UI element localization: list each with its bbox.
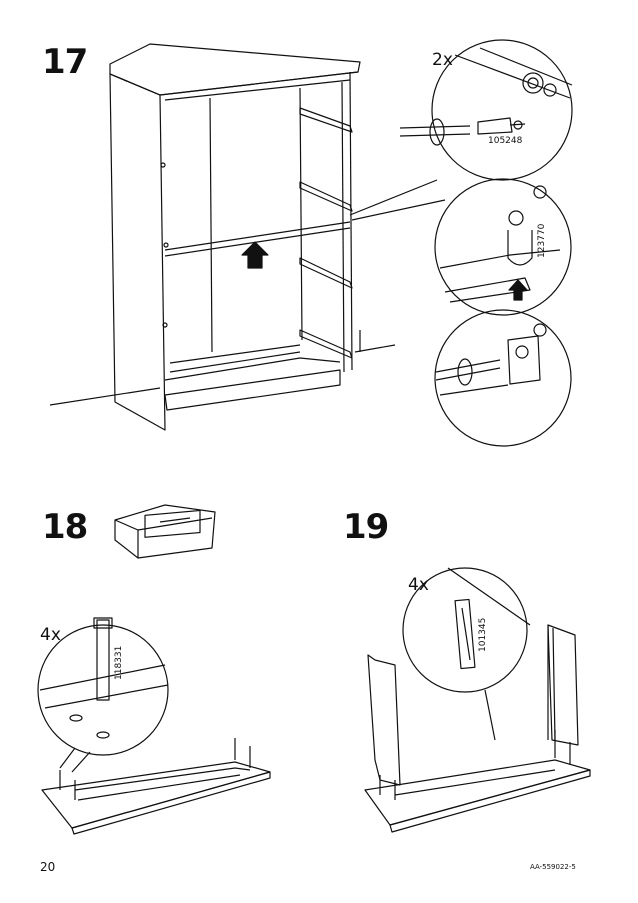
step-number-17: 17	[42, 42, 88, 82]
part-number-118331: 118331	[114, 645, 124, 680]
base-panel-illustration	[41, 738, 271, 835]
quantity-step-18: 4x	[40, 625, 61, 645]
part-number-123770: 123770	[537, 223, 547, 258]
quantity-step-19: 4x	[408, 575, 429, 595]
quantity-step-17: 2x	[432, 50, 453, 70]
drawer-illustration	[114, 504, 216, 559]
wardrobe-illustration	[49, 43, 446, 431]
step-number-19: 19	[343, 507, 389, 547]
part-number-101345: 101345	[478, 617, 488, 652]
arrow-up-icon	[241, 241, 269, 269]
detail-circle-dowel-insert	[402, 567, 531, 741]
detail-circle-dowel	[37, 617, 169, 773]
document-code: AA-559022-5	[530, 863, 576, 871]
detail-circle-bracket	[434, 178, 572, 316]
detail-circle-fasten	[434, 309, 572, 447]
base-panel-assembly-illustration	[364, 730, 591, 833]
step-number-18: 18	[42, 507, 88, 547]
detail-circle-screw	[399, 39, 573, 181]
page-number: 20	[40, 860, 56, 874]
part-number-105248: 105248	[488, 136, 523, 146]
